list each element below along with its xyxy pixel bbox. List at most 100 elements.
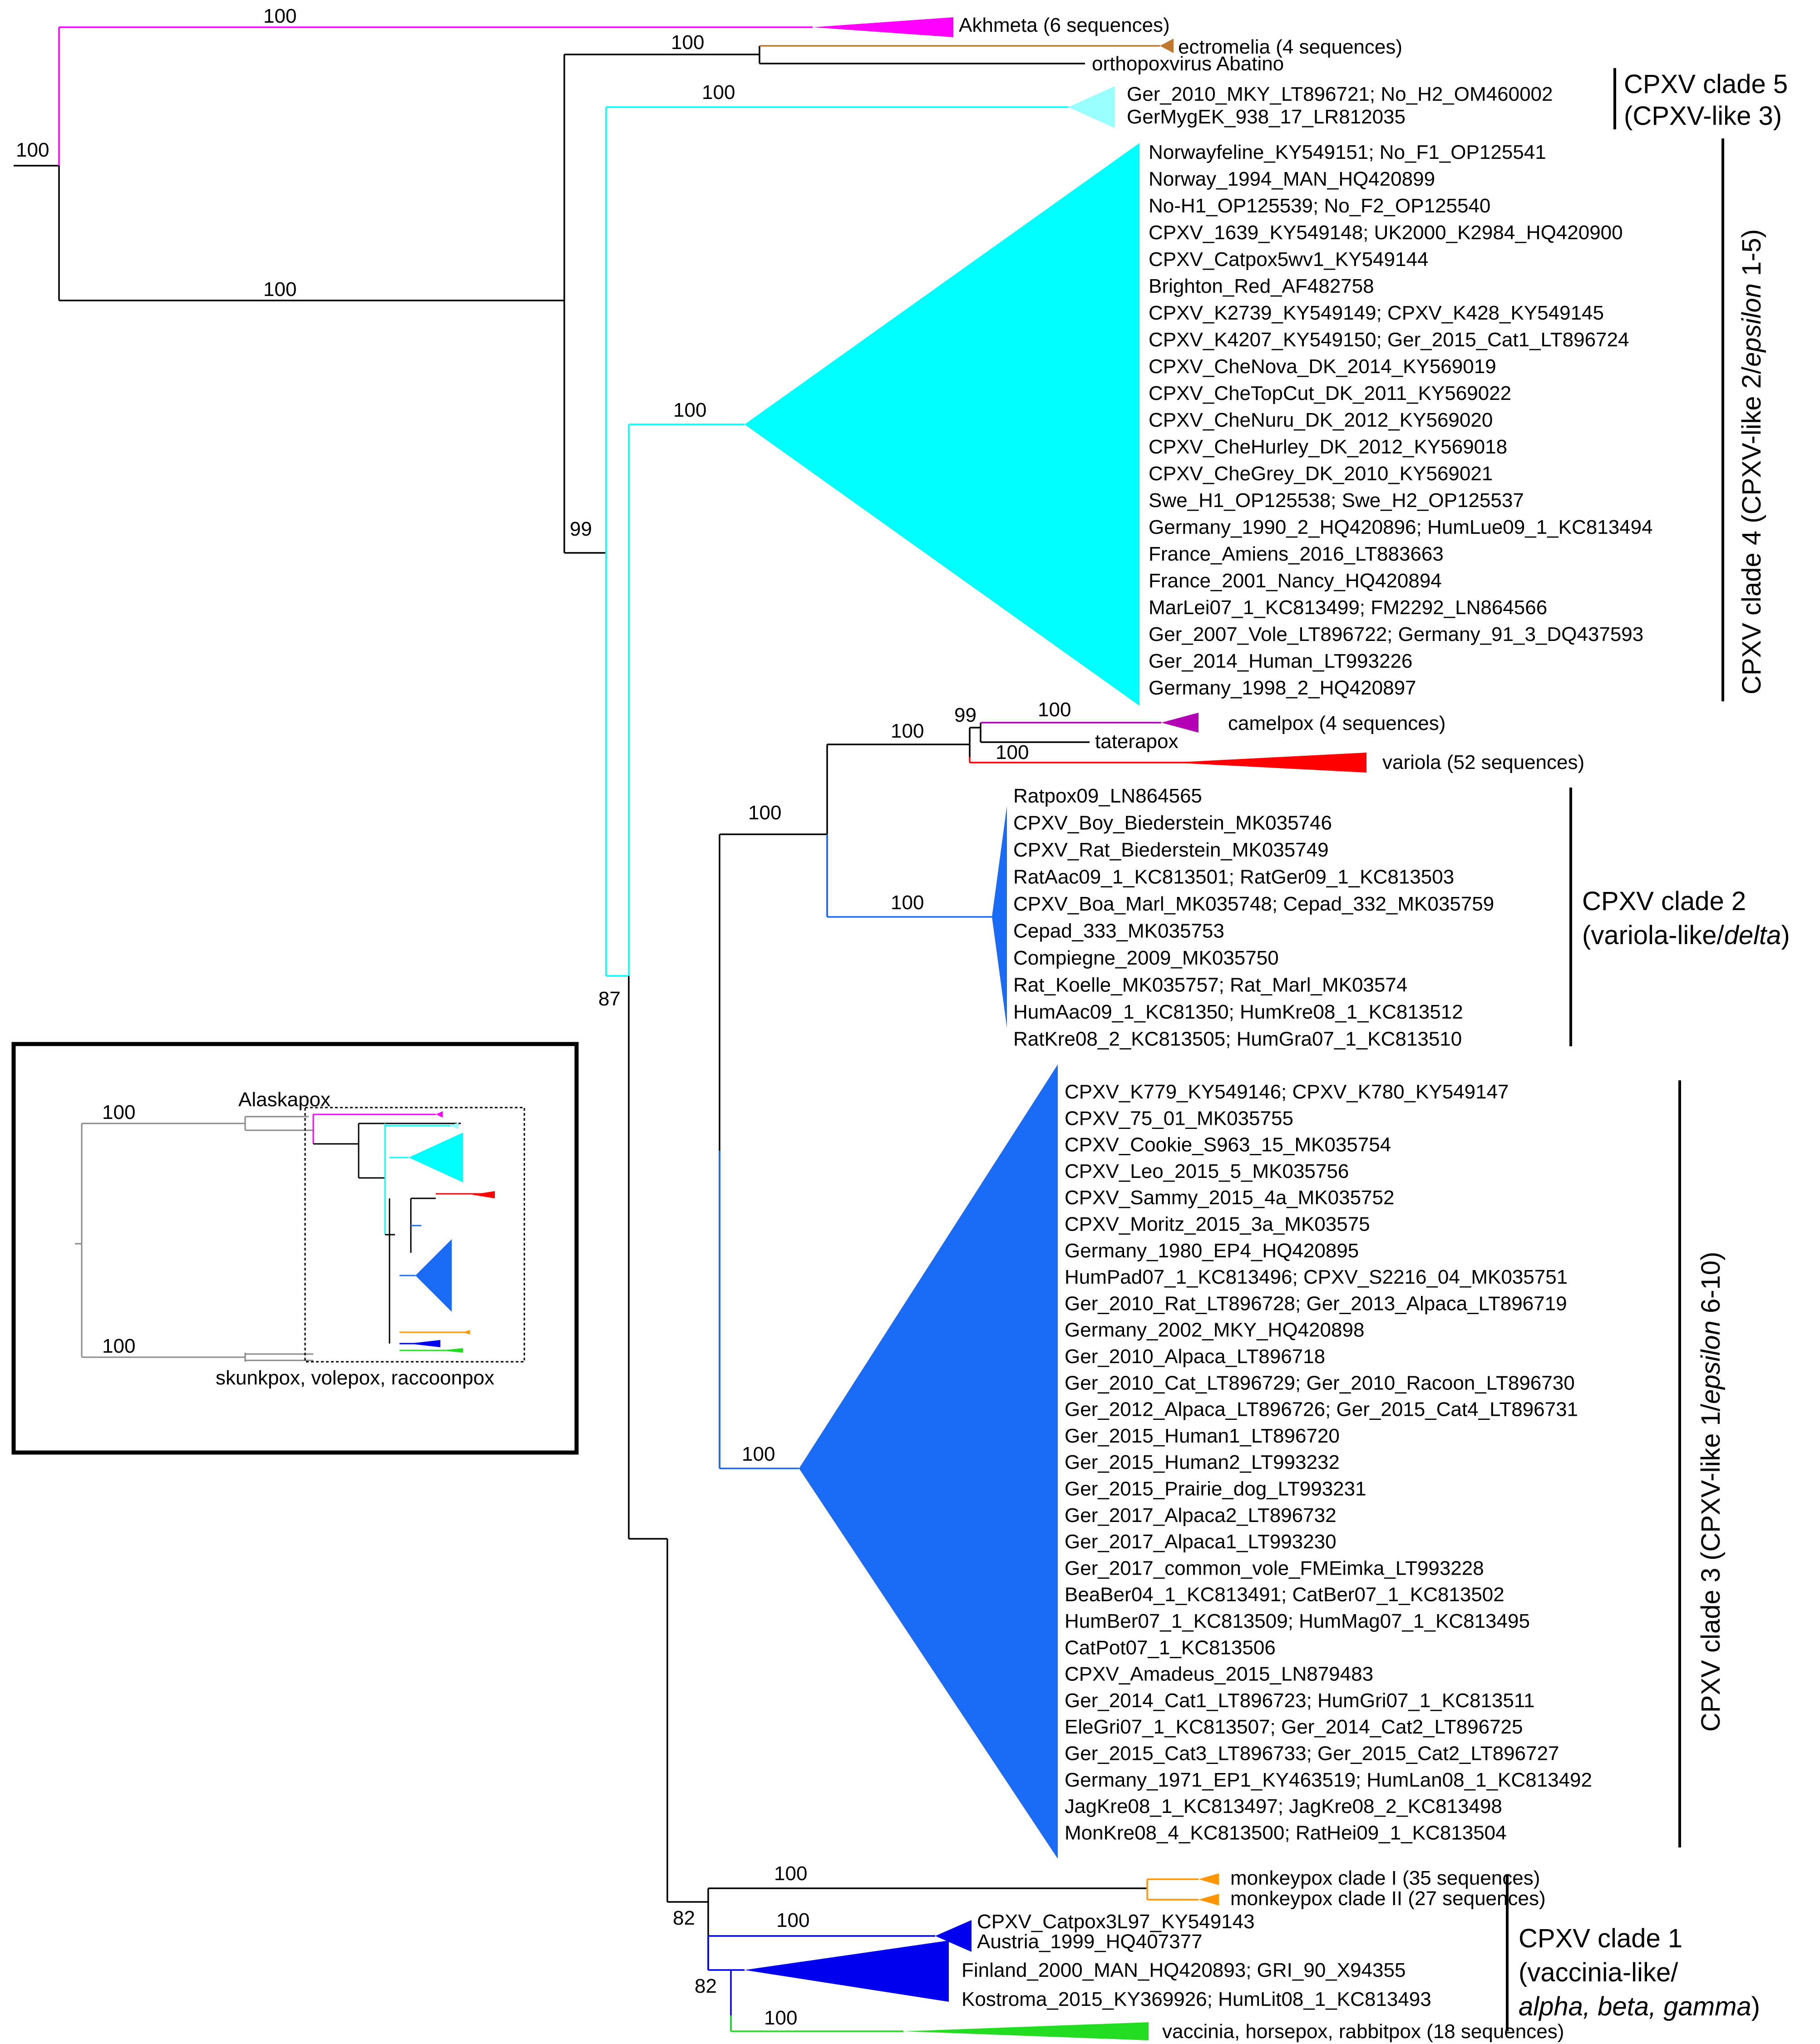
clade-names: CPXV clade 5 (CPXV-like 3) CPXV clade 4 … — [1519, 69, 1790, 2021]
bootstrap-vargroup: 100 — [748, 802, 781, 824]
bootstrap-camelpox: 100 — [1038, 699, 1071, 721]
taxon-label: Ger_2014_Cat1_LT896723; HumGri07_1_KC813… — [1065, 1689, 1535, 1712]
taxon-label: CPXV_Cookie_S963_15_MK035754 — [1065, 1134, 1391, 1156]
tree-branches — [14, 26, 1357, 2032]
inset-triangle-akh — [436, 1111, 443, 1118]
taxon-label: Germany_1990_2_HQ420896; HumLue09_1_KC81… — [1149, 516, 1653, 538]
taxon-label: Ger_2010_Rat_LT896728; Ger_2013_Alpaca_L… — [1065, 1292, 1567, 1315]
clade-brackets — [1506, 68, 1724, 2031]
taxon-label: Rat_Koelle_MK035757; Rat_Marl_MK03574 — [1013, 974, 1407, 996]
clade1-title: CPXV clade 1 — [1519, 1924, 1682, 1953]
taxon-label: Germany_1980_EP4_HQ420895 — [1065, 1240, 1359, 1262]
taxon-label: MonKre08_4_KC813500; RatHei09_1_KC813504 — [1065, 1822, 1507, 1844]
bootstrap-root: 100 — [16, 139, 49, 161]
clade3-title-italic: epsilon — [1696, 1320, 1726, 1404]
inset-triangle-var — [472, 1191, 495, 1198]
triangle-clade4 — [745, 143, 1139, 706]
taxon-label: CPXV_Amadeus_2015_LN879483 — [1065, 1663, 1373, 1685]
triangle-akhmeta — [813, 17, 953, 37]
triangle-mpx1 — [1199, 1873, 1219, 1885]
clade1-subtitle-italic: alpha, beta, gamma — [1519, 1992, 1751, 2021]
clade4-title: CPXV clade 4 (CPXV-like 2/epsilon 1-5) — [1737, 229, 1766, 694]
taxon-label: CPXV_K779_KY549146; CPXV_K780_KY549147 — [1065, 1081, 1509, 1103]
bootstrap-clade4-node: 99 — [570, 518, 592, 540]
triangle-vaccinia — [903, 2022, 1149, 2040]
taxon-label: Austria_1999_HQ407377 — [977, 1931, 1203, 1953]
clade1-subtitle-b: ) — [1751, 1992, 1760, 2021]
taxon-label: Germany_1998_2_HQ420897 — [1149, 677, 1416, 699]
taxon-label: Ger_2015_Human1_LT896720 — [1065, 1425, 1340, 1447]
taxon-label: CPXV_CheNova_DK_2014_KY569019 — [1149, 355, 1496, 378]
taxon-label: CPXV_Sammy_2015_4a_MK035752 — [1065, 1187, 1394, 1209]
inset-triangle-clade5 — [449, 1123, 459, 1129]
taxon-label: Ger_2010_Alpaca_LT896718 — [1065, 1345, 1325, 1368]
taxon-label: MarLei07_1_KC813499; FM2292_LN864566 — [1149, 596, 1547, 619]
clade5-title: CPXV clade 5 — [1624, 69, 1788, 99]
taxon-label: CPXV_K4207_KY549150; Ger_2015_Cat1_LT896… — [1149, 329, 1629, 351]
bootstrap-node87: 87 — [598, 988, 621, 1010]
taxon-label: Ger_2010_MKY_LT896721; No_H2_OM460002 — [1127, 83, 1553, 105]
triangle-ectromelia — [1160, 39, 1174, 53]
clade2-subtitle: (variola-like/delta) — [1582, 921, 1790, 950]
inset-triangle-mpx — [463, 1330, 470, 1335]
taxon-label: Ger_2017_common_vole_FMEimka_LT993228 — [1065, 1557, 1484, 1579]
taxon-label: Ger_2015_Human2_LT993232 — [1065, 1451, 1340, 1473]
taxon-label: France_Amiens_2016_LT883663 — [1149, 543, 1444, 565]
label-taterapox: taterapox — [1095, 730, 1178, 753]
inset-zoom-box — [304, 1107, 525, 1363]
inset-overview: 100 100 Alaskapox skunkpox, volepox, rac… — [11, 1042, 579, 1455]
clade4-title-italic: epsilon — [1737, 283, 1766, 367]
taxon-label: CPXV_Moritz_2015_3a_MK03575 — [1065, 1213, 1370, 1236]
taxon-label: CPXV_CheNuru_DK_2012_KY569020 — [1149, 409, 1493, 431]
clade3-taxon-list: CPXV_K779_KY549146; CPXV_K780_KY549147CP… — [1065, 1081, 1592, 1844]
clade5-subtitle: (CPXV-like 3) — [1624, 101, 1782, 131]
clade2-title: CPXV clade 2 — [1582, 887, 1746, 916]
taxon-label: No-H1_OP125539; No_F2_OP125540 — [1149, 195, 1490, 217]
triangle-clade3 — [799, 1064, 1058, 1859]
taxon-label: CPXV_Catpox3L97_KY549143 — [977, 1911, 1255, 1933]
taxon-label: Germany_2002_MKY_HQ420898 — [1065, 1319, 1364, 1341]
label-abatino: orthopoxvirus Abatino — [1092, 53, 1284, 75]
taxon-label: Ger_2015_Cat3_LT896733; Ger_2015_Cat2_LT… — [1065, 1743, 1559, 1765]
label-mpx1: monkeypox clade I (35 sequences) — [1230, 1867, 1540, 1889]
taxon-label: CPXV_75_01_MK035755 — [1065, 1107, 1293, 1129]
taxon-label: Norwayfeline_KY549151; No_F1_OP125541 — [1149, 141, 1546, 163]
inset-label-alaskapox: Alaskapox — [238, 1088, 330, 1111]
triangle-clade2 — [992, 806, 1007, 1028]
inset-triangle-clade4 — [409, 1133, 463, 1182]
taxon-label: Ger_2014_Human_LT993226 — [1149, 650, 1412, 672]
bootstrap-node82-top: 82 — [673, 1907, 695, 1929]
clade1a-taxon-list: CPXV_Catpox3L97_KY549143Austria_1999_HQ4… — [977, 1911, 1255, 1953]
inset-triangle-clade1 — [409, 1340, 440, 1347]
taxon-label: GerMygEK_938_17_LR812035 — [1127, 106, 1406, 128]
taxon-label: Swe_H1_OP125538; Swe_H2_OP125537 — [1149, 489, 1524, 512]
clade2-taxon-list: Ratpox09_LN864565CPXV_Boy_Biederstein_MK… — [1013, 785, 1494, 1050]
bootstrap-camelgroup: 100 — [891, 720, 924, 742]
bootstrap-vaccinia: 100 — [764, 2007, 797, 2029]
triangle-camelpox — [1161, 713, 1199, 733]
taxon-label: CPXV_Boa_Marl_MK035748; Cepad_332_MK0357… — [1013, 893, 1494, 915]
clade3-title-a: CPXV clade 3 (CPXV-like 1/ — [1696, 1404, 1726, 1732]
taxon-label: RatKre08_2_KC813505; HumGra07_1_KC813510 — [1013, 1028, 1462, 1050]
collapsed-clades — [745, 17, 1366, 2040]
taxon-label: HumPad07_1_KC813496; CPXV_S2216_04_MK035… — [1065, 1266, 1568, 1288]
taxon-label: Ger_2012_Alpaca_LT896726; Ger_2015_Cat4_… — [1065, 1399, 1578, 1421]
bootstrap-camel-tatera: 99 — [954, 704, 977, 726]
label-variola: variola (52 sequences) — [1382, 751, 1584, 773]
taxon-label: Ger_2010_Cat_LT896729; Ger_2010_Racoon_L… — [1065, 1372, 1575, 1394]
inset-bootstrap-top: 100 — [102, 1101, 135, 1123]
taxon-label: Finland_2000_MAN_HQ420893; GRI_90_X94355 — [962, 1959, 1406, 1981]
clade2-subtitle-a: (variola-like/ — [1582, 921, 1725, 950]
label-akhmeta: Akhmeta (6 sequences) — [959, 14, 1170, 36]
bootstrap-values: 100 100 100 100 99 100 100 87 100 100 99… — [16, 5, 1071, 2029]
taxon-label: CPXV_Catpox5wv1_KY549144 — [1149, 248, 1428, 271]
clade3-title: CPXV clade 3 (CPXV-like 1/epsilon 6-10) — [1696, 1252, 1726, 1732]
clade1-subtitle-2: alpha, beta, gamma) — [1519, 1992, 1760, 2021]
taxon-label: CPXV_CheTopCut_DK_2011_KY569022 — [1149, 382, 1511, 404]
triangle-mpx2 — [1199, 1894, 1219, 1906]
taxon-label: Ger_2007_Vole_LT896722; Germany_91_3_DQ4… — [1149, 623, 1643, 645]
bootstrap-node82-b: 82 — [695, 1975, 717, 1997]
bootstrap-monkeypox: 100 — [774, 1862, 807, 1885]
taxon-label: CPXV_Rat_Biederstein_MK035749 — [1013, 839, 1329, 861]
